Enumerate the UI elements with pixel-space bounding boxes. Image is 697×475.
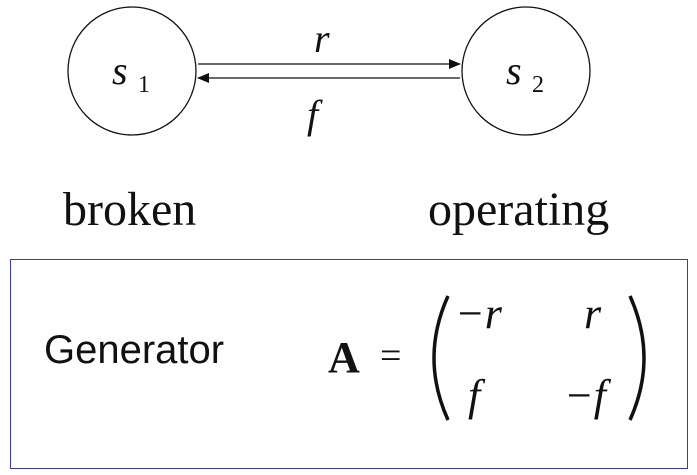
state-1-name: broken [63,183,197,236]
state-2-subscript: 2 [532,72,544,98]
state-2-symbol: s [506,48,522,93]
transition-label-f: f [307,92,323,137]
state-1-subscript: 1 [138,72,150,98]
state-2-circle [461,6,591,136]
state-1-circle [67,6,197,136]
state-2-name: operating [428,183,610,236]
generator-label: Generator [44,328,225,372]
generator-box [10,259,688,469]
transition-label-r: r [314,16,330,61]
state-1-symbol: s [112,48,128,93]
state-diagram-svg: s 1 s 2 r f [67,6,591,137]
